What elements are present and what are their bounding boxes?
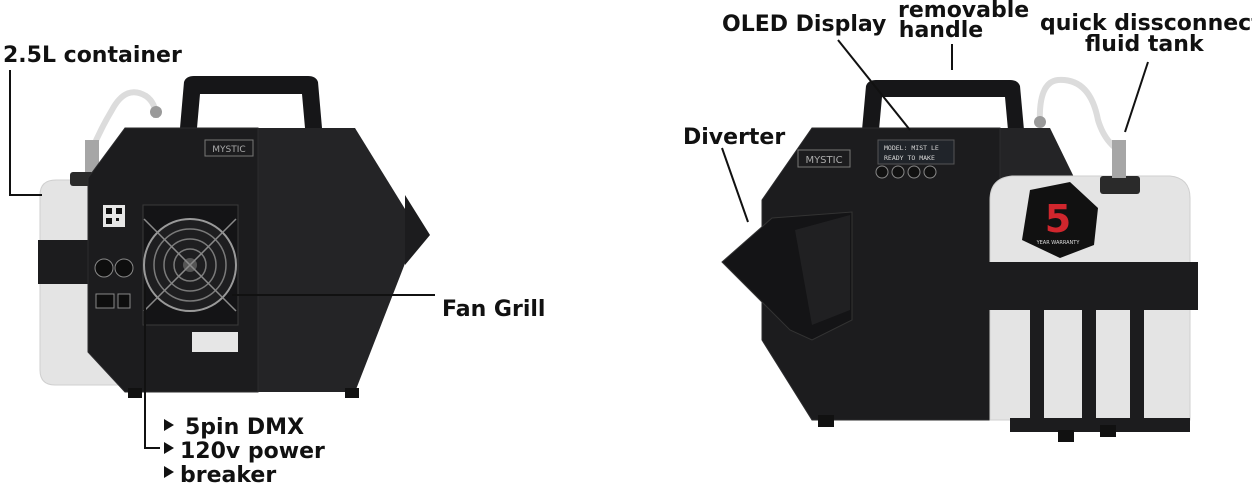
right-oled-screen [877, 139, 955, 165]
warranty-badge [1022, 182, 1098, 258]
diverter-leader-line [721, 147, 749, 223]
label-handle-line2: handle [898, 18, 984, 43]
oled-leader-line [837, 39, 911, 131]
label-container: 2.5L container [3, 43, 182, 68]
connectors-leader-line [144, 284, 160, 449]
left-hose-fitting-bottom [85, 140, 99, 172]
right-cage-bar-3 [1130, 300, 1144, 430]
label-dmx: 5pin DMX [185, 415, 305, 440]
label-oled: OLED Display [722, 12, 887, 37]
left-fan-grill [142, 204, 239, 326]
container-leader-line [9, 70, 42, 196]
oled-button-3 [907, 165, 921, 179]
label-power: 120v power [180, 439, 325, 464]
right-front-panel [761, 127, 1001, 421]
right-brand-plate [797, 149, 851, 168]
right-callout-lines [721, 39, 1149, 223]
left-handle [180, 76, 322, 128]
left-callout-lines [9, 70, 435, 449]
right-foot-1 [818, 415, 834, 427]
right-machine: MYSTIC MODEL: MIST LE READY TO MAKE 5 YE… [721, 76, 1198, 442]
right-foot-3 [1100, 425, 1116, 437]
left-breaker [117, 293, 131, 309]
left-brand-text: MYSTIC [212, 145, 245, 155]
warranty-badge-number: 5 [1045, 197, 1071, 241]
left-brand-plate [204, 139, 254, 157]
oled-button-2 [891, 165, 905, 179]
bullet-arrow-power [164, 442, 174, 454]
oled-button-4 [923, 165, 937, 179]
oled-line-2: READY TO MAKE [884, 154, 935, 162]
right-cage-bar-2 [1082, 300, 1096, 430]
right-brand-text: MYSTIC [805, 155, 842, 166]
right-tank-cap [1100, 176, 1140, 194]
label-quick-line2: fluid tank [1085, 32, 1204, 57]
left-machine: MYSTIC [38, 76, 430, 398]
bullet-arrow-breaker [164, 466, 174, 478]
oled-button-1 [875, 165, 889, 179]
warranty-badge-caption: YEAR WARRANTY [1036, 240, 1081, 246]
label-breaker: breaker [180, 463, 277, 488]
left-foot-2 [345, 388, 359, 398]
right-hose-fitting-bottom [1112, 140, 1126, 178]
left-rating-label [192, 332, 238, 352]
bullet-arrow-dmx [164, 419, 174, 431]
right-diverter-inner [795, 215, 850, 325]
oled-line-1: MODEL: MIST LE [884, 144, 939, 152]
right-cage-bar-1 [1030, 300, 1044, 430]
label-handle-line1: removable [898, 0, 1030, 23]
left-power-inlet [95, 293, 115, 309]
label-diverter: Diverter [683, 125, 786, 150]
left-dmx-out-connector [114, 258, 134, 278]
left-hose [89, 89, 159, 152]
left-foot-1 [128, 388, 142, 398]
left-dmx-in-connector [94, 258, 114, 278]
bullet-arrows [164, 419, 174, 478]
left-diverter-tip [405, 195, 430, 265]
quick-disconnect-leader-line [1124, 61, 1149, 133]
label-fan-grill: Fan Grill [442, 297, 546, 322]
left-hose-fitting-top [150, 106, 162, 118]
right-handle [862, 80, 1024, 130]
right-hose [1036, 76, 1120, 153]
right-foot-2 [1058, 430, 1074, 442]
right-hose-fitting-top [1034, 116, 1046, 128]
label-quick-line1: quick dissconnect [1040, 11, 1252, 36]
